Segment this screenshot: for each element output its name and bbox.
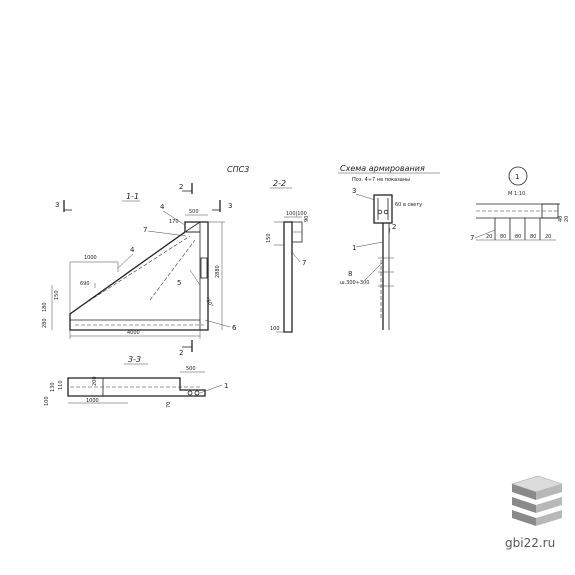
pos-7-main: 7 — [143, 226, 147, 234]
dim-2880-label: 2880 — [215, 265, 221, 278]
section-3-3-view: 3-3 130 100 200 110 1000 500 70 1 — [44, 355, 228, 408]
detail-dim-1: 20 — [486, 234, 492, 240]
step-label: ш.300÷300 — [340, 280, 369, 286]
inner-dash-5 — [149, 239, 196, 301]
logo-layer-mid-right — [536, 497, 562, 513]
dim-2-2-top: 100|100 — [286, 211, 307, 217]
dim-2-2-100: 100 — [270, 326, 280, 332]
logo-layer-mid-left — [512, 497, 536, 513]
cut-mark-2-bottom: 2 — [179, 349, 183, 357]
dim-3-3-130: 130 — [50, 382, 56, 392]
leader-pos-7-detail — [474, 229, 496, 239]
angle-leader — [189, 269, 201, 286]
leader-pos-8 — [364, 261, 384, 281]
dim-1000-label: 1000 — [84, 255, 97, 261]
cut-mark-3-left: 3 — [55, 201, 59, 209]
dim-170-label: 170 — [169, 219, 179, 225]
bar-dot — [377, 209, 383, 215]
scheme-note: Поз. 4÷7 не показаны — [352, 177, 410, 183]
detail-v-20: 20 — [564, 216, 570, 222]
dim-2-2-90: 90 — [304, 216, 310, 222]
section-1-1-view: СПС3 1-1 2 2 3 3 500 170 4 — [42, 165, 249, 357]
dim-3-3-110: 110 — [58, 380, 64, 390]
pos-6: 6 — [232, 324, 237, 332]
leader-pos-7-section — [291, 251, 301, 263]
cut-mark-2-top: 2 — [179, 183, 183, 191]
section-3-3-outline — [67, 377, 206, 397]
pos-1-plan: 1 — [224, 382, 228, 390]
dim-3-3-100: 100 — [44, 396, 50, 406]
dim-280-label: 280 — [42, 318, 48, 328]
detail-dim-5: 20 — [545, 234, 551, 240]
pos-5: 5 — [177, 279, 181, 287]
dim-3-3-500: 500 — [186, 366, 196, 372]
leader-pos-3 — [355, 193, 376, 201]
pos-7-detail: 7 — [470, 234, 474, 242]
leader-pos-1 — [355, 241, 384, 248]
dim-3-3-1000: 1000 — [86, 398, 99, 404]
logo-layer-top-side-left — [512, 484, 536, 500]
scheme-title: Схема армирования — [340, 164, 425, 173]
clear-span-label: 60 в свету — [395, 202, 422, 208]
dim-3-3-70: 70 — [166, 402, 172, 408]
slope-reinforcement-dash — [77, 235, 191, 309]
logo-layer-bottom-right — [536, 510, 562, 526]
leader-pos-4-slope — [117, 253, 134, 269]
detail-dim-2: 80 — [500, 234, 506, 240]
detail-end-block — [541, 203, 559, 219]
detail-1-circle — [508, 166, 528, 186]
dim-4000-label: 4000 — [127, 330, 140, 336]
site-name: gbi22.ru — [505, 536, 556, 550]
detail-dim-3: 80 — [515, 234, 521, 240]
leader-pos-1-plan — [199, 384, 223, 394]
logo-layer-bottom-left — [512, 510, 536, 526]
section-2-2-web — [283, 221, 293, 333]
pos-8-scheme: 8 — [348, 270, 352, 278]
pos-7-section: 7 — [302, 259, 306, 267]
pos-4-top: 4 — [160, 203, 165, 211]
leader-pos-7-main — [147, 230, 187, 237]
detail-1-view: 1 М 1:10 20 80 80 80 20 40 20 7 — [470, 166, 570, 242]
cut-mark-3-right: 3 — [228, 202, 232, 210]
detail-dim-4: 80 — [530, 234, 536, 240]
bar-circle-2 — [194, 390, 200, 396]
dim-2-2-150: 150 — [266, 233, 272, 243]
leader-pos-2 — [388, 227, 391, 237]
dim-3-3-200: 200 — [92, 376, 98, 386]
dim-690-label: 690 — [80, 281, 90, 287]
section-2-2-view: 2-2 100|100 90 150 7 100 — [266, 179, 310, 333]
pos-2-scheme: 2 — [392, 223, 396, 231]
detail-number: 1 — [515, 173, 519, 181]
detail-v-40: 40 — [558, 216, 564, 222]
reinforcement-scheme-view: Схема армирования Поз. 4÷7 не показаны 3… — [338, 164, 440, 330]
section-1-1-title: 1-1 — [126, 192, 139, 201]
pos-4-slope: 4 — [130, 246, 135, 254]
dim-180-label: 180 — [42, 302, 48, 312]
top-block — [184, 221, 201, 233]
embedded-plate — [200, 257, 208, 279]
dim-500-label: 500 — [189, 209, 199, 215]
bar-dot-2 — [383, 209, 389, 215]
site-logo — [511, 475, 563, 526]
angle-label: *30° — [203, 296, 214, 309]
logo-layer-top-side-right — [536, 484, 562, 500]
top-block-diagonal — [184, 221, 201, 233]
leader-pos-6 — [204, 319, 231, 328]
element-outline — [69, 221, 209, 331]
section-3-3-title: 3-3 — [128, 355, 141, 364]
cage-top-loop — [373, 194, 393, 224]
pos-1-scheme: 1 — [352, 244, 356, 252]
leader-pos-4-top — [162, 210, 186, 226]
bar-circle-1 — [187, 390, 193, 396]
section-2-2-title: 2-2 — [273, 179, 286, 188]
series-title: СПС3 — [227, 165, 249, 174]
dim-150-label: 150 — [54, 290, 60, 300]
pos-3-scheme: 3 — [352, 187, 356, 195]
detail-scale: М 1:10 — [508, 191, 525, 197]
